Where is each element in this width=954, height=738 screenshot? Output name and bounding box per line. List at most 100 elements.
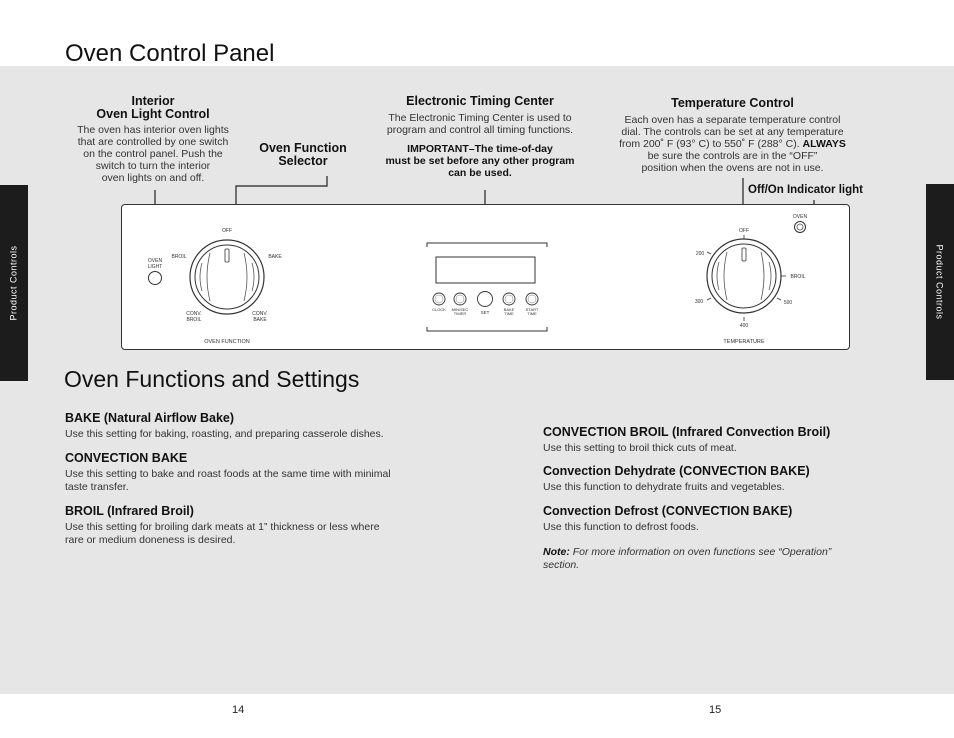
callout-text: dial. The controls can be set at any tem… xyxy=(621,126,844,138)
oven-light-label: OVEN xyxy=(148,258,163,264)
section-title: Oven Functions and Settings xyxy=(64,366,360,392)
oven-function-dial[interactable] xyxy=(189,239,265,315)
dial-label-conv-bake: BAKE xyxy=(253,317,267,323)
start-time-button-label: START xyxy=(526,307,539,312)
important-text: IMPORTANT–The time-of-day xyxy=(407,143,553,155)
temperature-tick-marks xyxy=(706,235,786,321)
dial-caption-temperature: TEMPERATURE xyxy=(723,339,764,345)
min-sec-button-label: MIN/SEC xyxy=(452,307,469,312)
temp-label-400: 400 xyxy=(740,323,749,329)
callout-text: The Electronic Timing Center is used to xyxy=(388,112,572,124)
dial-label-conv-broil: BROIL xyxy=(186,317,201,323)
note-line: section. xyxy=(543,559,580,571)
callout-text: be sure the controls are in the “OFF” xyxy=(647,150,818,162)
oven-light-switch[interactable] xyxy=(148,271,162,285)
page-number-left: 14 xyxy=(232,704,245,716)
function-description: taste transfer. xyxy=(65,481,129,493)
function-description: Use this setting to broil thick cuts of … xyxy=(543,442,737,454)
callout-title: Temperature Control xyxy=(671,96,794,110)
function-description: rare or medium doneness is desired. xyxy=(65,534,236,546)
side-tab-left: Product Controls xyxy=(0,185,28,381)
bake-time-button[interactable] xyxy=(502,292,516,306)
control-panel: OVEN LIGHT OFF BROIL BAKE CONV. BROIL CO… xyxy=(121,204,850,350)
callout-indicator: Off/On Indicator light xyxy=(748,184,878,197)
set-button[interactable] xyxy=(477,291,493,307)
function-description: Use this function to dehydrate fruits an… xyxy=(543,481,785,493)
important-text: must be set before any other program xyxy=(385,155,575,167)
clock-button-label: CLOCK xyxy=(432,307,446,312)
temp-label-200: 200 xyxy=(696,251,705,257)
callout-text: The oven has interior oven lights xyxy=(77,124,229,136)
function-title: Convection Defrost (CONVECTION BAKE) xyxy=(543,504,793,518)
side-tab-right: Product Controls xyxy=(926,184,954,380)
note: Note: For more information on oven funct… xyxy=(543,546,883,572)
bake-time-button-label: TIME xyxy=(504,311,514,316)
callout-title: Oven Light Control xyxy=(96,107,210,121)
dial-caption-function: OVEN FUNCTION xyxy=(204,339,250,345)
timer-display xyxy=(435,256,536,284)
note-line: Note: For more information on oven funct… xyxy=(543,546,883,559)
function-description: Use this function to defrost foods. xyxy=(543,521,699,533)
function-bake: BAKE (Natural Airflow Bake) Use this set… xyxy=(65,412,425,441)
function-description: Use this setting for baking, roasting, a… xyxy=(65,428,384,440)
callout-text: program and control all timing functions… xyxy=(386,124,574,136)
function-broil: BROIL (Infrared Broil) Use this setting … xyxy=(65,505,425,547)
temp-label-off: OFF xyxy=(739,228,749,234)
callout-text: that are controlled by one switch xyxy=(77,136,229,148)
callout-timing-center: Electronic Timing Center The Electronic … xyxy=(370,94,590,180)
dial-label-off: OFF xyxy=(222,228,232,234)
note-label: Note: xyxy=(543,546,570,558)
callout-title: Electronic Timing Center xyxy=(406,94,554,108)
important-text: can be used. xyxy=(448,167,512,179)
callout-title: Interior xyxy=(131,94,175,108)
note-text: For more information on oven functions s… xyxy=(569,546,832,558)
function-title: CONVECTION BROIL (Infrared Convection Br… xyxy=(543,425,831,439)
callout-text: on the control panel. Push the xyxy=(83,148,223,160)
callout-text: Each oven has a separate temperature con… xyxy=(624,114,841,126)
temp-label-300: 300 xyxy=(695,299,704,305)
set-button-label: SET xyxy=(481,310,490,315)
oven-indicator-light xyxy=(794,221,806,233)
callout-interior-light: Interior Oven Light Control The oven has… xyxy=(62,94,244,185)
function-title: BROIL (Infrared Broil) xyxy=(65,504,194,518)
function-convection-defrost: Convection Defrost (CONVECTION BAKE) Use… xyxy=(543,505,883,534)
callout-text: from 200˚ F (93° C) to 550˚ F (288° C). … xyxy=(610,138,855,150)
always-emphasis: ALWAYS xyxy=(802,138,846,150)
oven-light-label: LIGHT xyxy=(148,264,163,270)
temperature-dial[interactable] xyxy=(706,238,782,314)
start-time-button-label: TIME xyxy=(527,311,537,316)
callout-temperature: Temperature Control Each oven has a sepa… xyxy=(610,96,855,175)
dial-label-bake: BAKE xyxy=(268,254,282,260)
control-panel-drawing: OVEN LIGHT OFF BROIL BAKE CONV. BROIL CO… xyxy=(148,214,808,345)
timer-bracket-bottom xyxy=(426,327,548,332)
oven-indicator-label: OVEN xyxy=(793,214,808,220)
callout-text: position when the ovens are not in use. xyxy=(641,162,824,174)
function-convection-dehydrate: Convection Dehydrate (CONVECTION BAKE) U… xyxy=(543,465,883,494)
temp-label-broil: BROIL xyxy=(790,274,805,280)
callout-title: Selector xyxy=(278,154,328,168)
function-title: BAKE (Natural Airflow Bake) xyxy=(65,411,235,425)
dial-label-conv-bake: CONV. xyxy=(252,311,267,317)
min-sec-button-label: TIMER xyxy=(454,311,467,316)
callout-function-selector: Oven Function Selector xyxy=(248,142,358,168)
function-convection-broil: CONVECTION BROIL (Infrared Convection Br… xyxy=(543,426,883,455)
callout-title: Oven Function xyxy=(259,141,347,155)
function-description: Use this setting for broiling dark meats… xyxy=(65,521,380,533)
function-title: Convection Dehydrate (CONVECTION BAKE) xyxy=(543,464,810,478)
callout-title: Off/On Indicator light xyxy=(748,184,863,196)
clock-button[interactable] xyxy=(432,292,446,306)
page-number-right: 15 xyxy=(709,704,722,716)
function-convection-bake: CONVECTION BAKE Use this setting to bake… xyxy=(65,452,425,494)
callout-text: switch to turn the interior xyxy=(95,160,211,172)
bake-time-button-label: BAKE xyxy=(504,307,515,312)
dial-label-conv-broil: CONV. xyxy=(186,311,201,317)
min-sec-timer-button[interactable] xyxy=(453,292,467,306)
callout-text-part: from 200˚ F (93° C) to 550˚ F (288° C). xyxy=(619,138,803,150)
timer-bracket-top xyxy=(426,242,548,247)
dial-label-broil: BROIL xyxy=(171,254,186,260)
function-title: CONVECTION BAKE xyxy=(65,451,188,465)
temp-label-500: 500 xyxy=(784,300,793,306)
callout-text: oven lights on and off. xyxy=(101,172,205,184)
start-time-button[interactable] xyxy=(525,292,539,306)
function-description: Use this setting to bake and roast foods… xyxy=(65,468,391,480)
